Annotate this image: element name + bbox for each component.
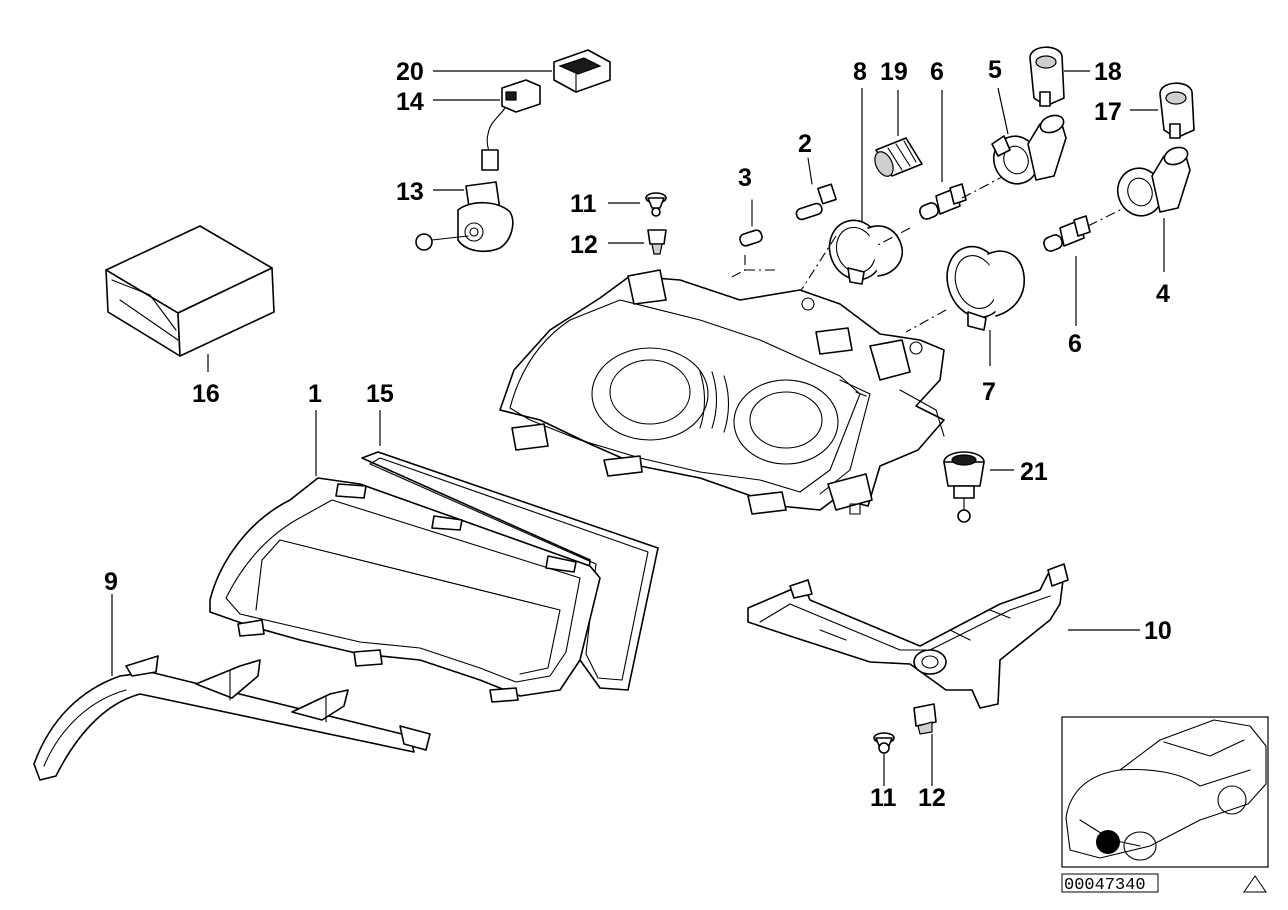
- screw: [943, 451, 985, 523]
- rubber-cap: [828, 219, 903, 285]
- bulb: [795, 157, 837, 221]
- callout-6-lower: 6: [1068, 330, 1082, 358]
- callout-11: 11: [570, 190, 597, 218]
- rubber-cap: [946, 245, 1025, 331]
- callout-12: 12: [570, 231, 598, 259]
- callout-16: 16: [192, 380, 220, 408]
- callout-10: 10: [1144, 617, 1172, 645]
- callout-21: 21: [1020, 458, 1048, 486]
- callout-11-lower: 11: [870, 784, 897, 812]
- callout-14: 14: [396, 88, 424, 116]
- callout-8: 8: [853, 58, 867, 86]
- callout-9: 9: [104, 568, 118, 596]
- car-location-thumbnail: [1061, 716, 1269, 868]
- callout-5: 5: [988, 56, 1002, 84]
- bulb: [739, 199, 763, 247]
- cable: [481, 107, 506, 171]
- callout-7: 7: [982, 378, 996, 406]
- repair-kit-box: [105, 225, 275, 357]
- mounting-bracket: [747, 563, 1069, 709]
- callout-19: 19: [880, 58, 908, 86]
- callout-13: 13: [396, 178, 424, 206]
- screw: [645, 192, 667, 217]
- callout-18: 18: [1094, 58, 1122, 86]
- document-number: 00047340: [1064, 876, 1146, 895]
- callout-17: 17: [1094, 98, 1122, 126]
- connector: [553, 49, 611, 93]
- callout-15: 15: [366, 380, 394, 408]
- callout-4: 4: [1156, 280, 1170, 308]
- bulb: [919, 183, 967, 220]
- clip-nut: [1159, 82, 1195, 139]
- clip-nut: [1029, 46, 1065, 107]
- callout-12-lower: 12: [918, 784, 946, 812]
- headlight-housing: [499, 269, 945, 515]
- headlight-trim-strip: [33, 655, 431, 781]
- warning-triangle-icon: [1243, 875, 1267, 893]
- callout-2: 2: [798, 130, 812, 158]
- leveling-motor: [415, 181, 514, 253]
- control-module: [501, 79, 541, 113]
- bulb-socket: [874, 137, 923, 177]
- clip-nut: [913, 703, 937, 735]
- clip-nut: [647, 229, 667, 255]
- bulb-socket: [991, 114, 1067, 185]
- callout-6-upper: 6: [930, 58, 944, 86]
- callout-3: 3: [738, 164, 752, 192]
- screw: [873, 732, 895, 754]
- callout-1: 1: [308, 380, 322, 408]
- bulb-socket: [1116, 146, 1191, 217]
- callout-20: 20: [396, 58, 424, 86]
- headlight-lens: [209, 477, 601, 703]
- bulb: [1043, 215, 1091, 252]
